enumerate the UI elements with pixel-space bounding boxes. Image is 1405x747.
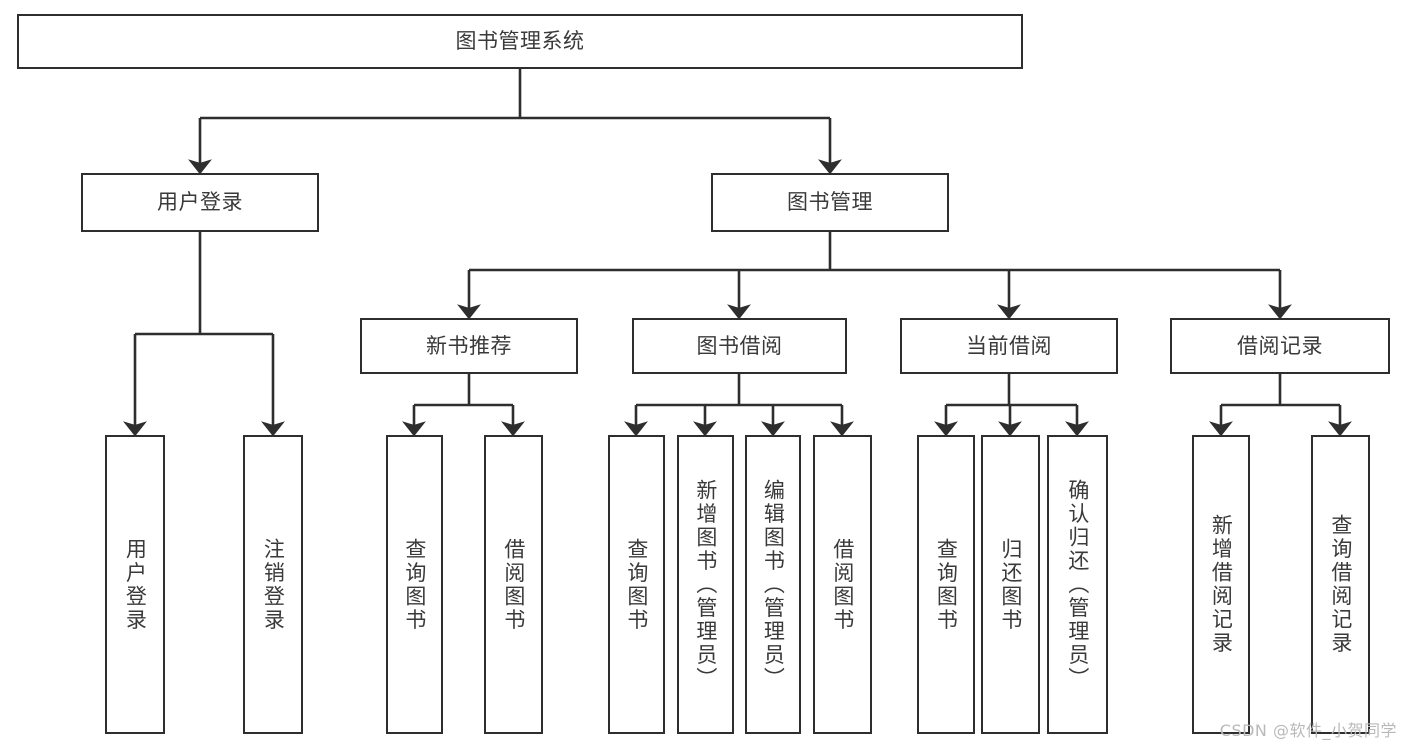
node-leaf-logout-login-label: 注销登录 <box>261 537 286 632</box>
node-leaf-edit-book-admin-label: 编辑图书（管理员） <box>761 478 786 691</box>
node-leaf-return-book[interactable]: 归还图书 <box>981 435 1040 734</box>
node-root[interactable]: 图书管理系统 <box>17 14 1023 69</box>
node-leaf-query-book-rec[interactable]: 查询图书 <box>386 435 443 734</box>
node-root-label: 图书管理系统 <box>455 29 585 54</box>
node-new-book-recommend[interactable]: 新书推荐 <box>360 318 578 374</box>
node-leaf-add-book-admin[interactable]: 新增图书（管理员） <box>677 435 734 734</box>
node-leaf-add-borrow-record[interactable]: 新增借阅记录 <box>1192 435 1250 734</box>
node-leaf-query-borrow-record-label: 查询借阅记录 <box>1328 514 1353 655</box>
node-leaf-confirm-return-admin-label: 确认归还（管理员） <box>1065 478 1090 691</box>
node-leaf-query-book-current-label: 查询图书 <box>934 537 959 632</box>
node-leaf-logout-login[interactable]: 注销登录 <box>243 435 303 734</box>
node-book-borrow[interactable]: 图书借阅 <box>632 318 847 374</box>
node-current-borrow-label: 当前借阅 <box>966 333 1052 358</box>
node-book-borrow-label: 图书借阅 <box>696 333 783 358</box>
node-user-login[interactable]: 用户登录 <box>81 173 319 232</box>
node-user-login-label: 用户登录 <box>157 190 243 215</box>
node-leaf-query-book-rec-label: 查询图书 <box>402 537 427 632</box>
node-leaf-edit-book-admin[interactable]: 编辑图书（管理员） <box>745 435 801 734</box>
node-book-manage-label: 图书管理 <box>787 190 873 215</box>
node-leaf-borrow-book-rec[interactable]: 借阅图书 <box>484 435 543 734</box>
node-new-book-recommend-label: 新书推荐 <box>426 333 512 358</box>
node-leaf-borrow-book-rec-label: 借阅图书 <box>501 537 526 632</box>
node-leaf-borrow-book-label: 借阅图书 <box>830 537 855 632</box>
node-leaf-query-borrow-record[interactable]: 查询借阅记录 <box>1311 435 1370 734</box>
node-current-borrow[interactable]: 当前借阅 <box>900 318 1118 374</box>
node-leaf-borrow-book[interactable]: 借阅图书 <box>813 435 872 734</box>
node-leaf-user-login-label: 用户登录 <box>123 537 148 632</box>
node-leaf-user-login[interactable]: 用户登录 <box>105 435 165 734</box>
csdn-watermark: CSDN @软件_小贺同学 <box>1219 721 1397 740</box>
node-leaf-query-book-borrow[interactable]: 查询图书 <box>608 435 665 734</box>
node-borrow-record[interactable]: 借阅记录 <box>1170 318 1390 374</box>
node-leaf-return-book-label: 归还图书 <box>998 537 1023 632</box>
node-leaf-add-borrow-record-label: 新增借阅记录 <box>1209 514 1234 655</box>
node-borrow-record-label: 借阅记录 <box>1237 333 1323 358</box>
node-leaf-add-book-admin-label: 新增图书（管理员） <box>693 478 718 691</box>
node-book-manage[interactable]: 图书管理 <box>711 173 949 232</box>
node-leaf-query-book-current[interactable]: 查询图书 <box>917 435 975 734</box>
node-leaf-confirm-return-admin[interactable]: 确认归还（管理员） <box>1047 435 1108 734</box>
node-leaf-query-book-borrow-label: 查询图书 <box>624 537 649 632</box>
